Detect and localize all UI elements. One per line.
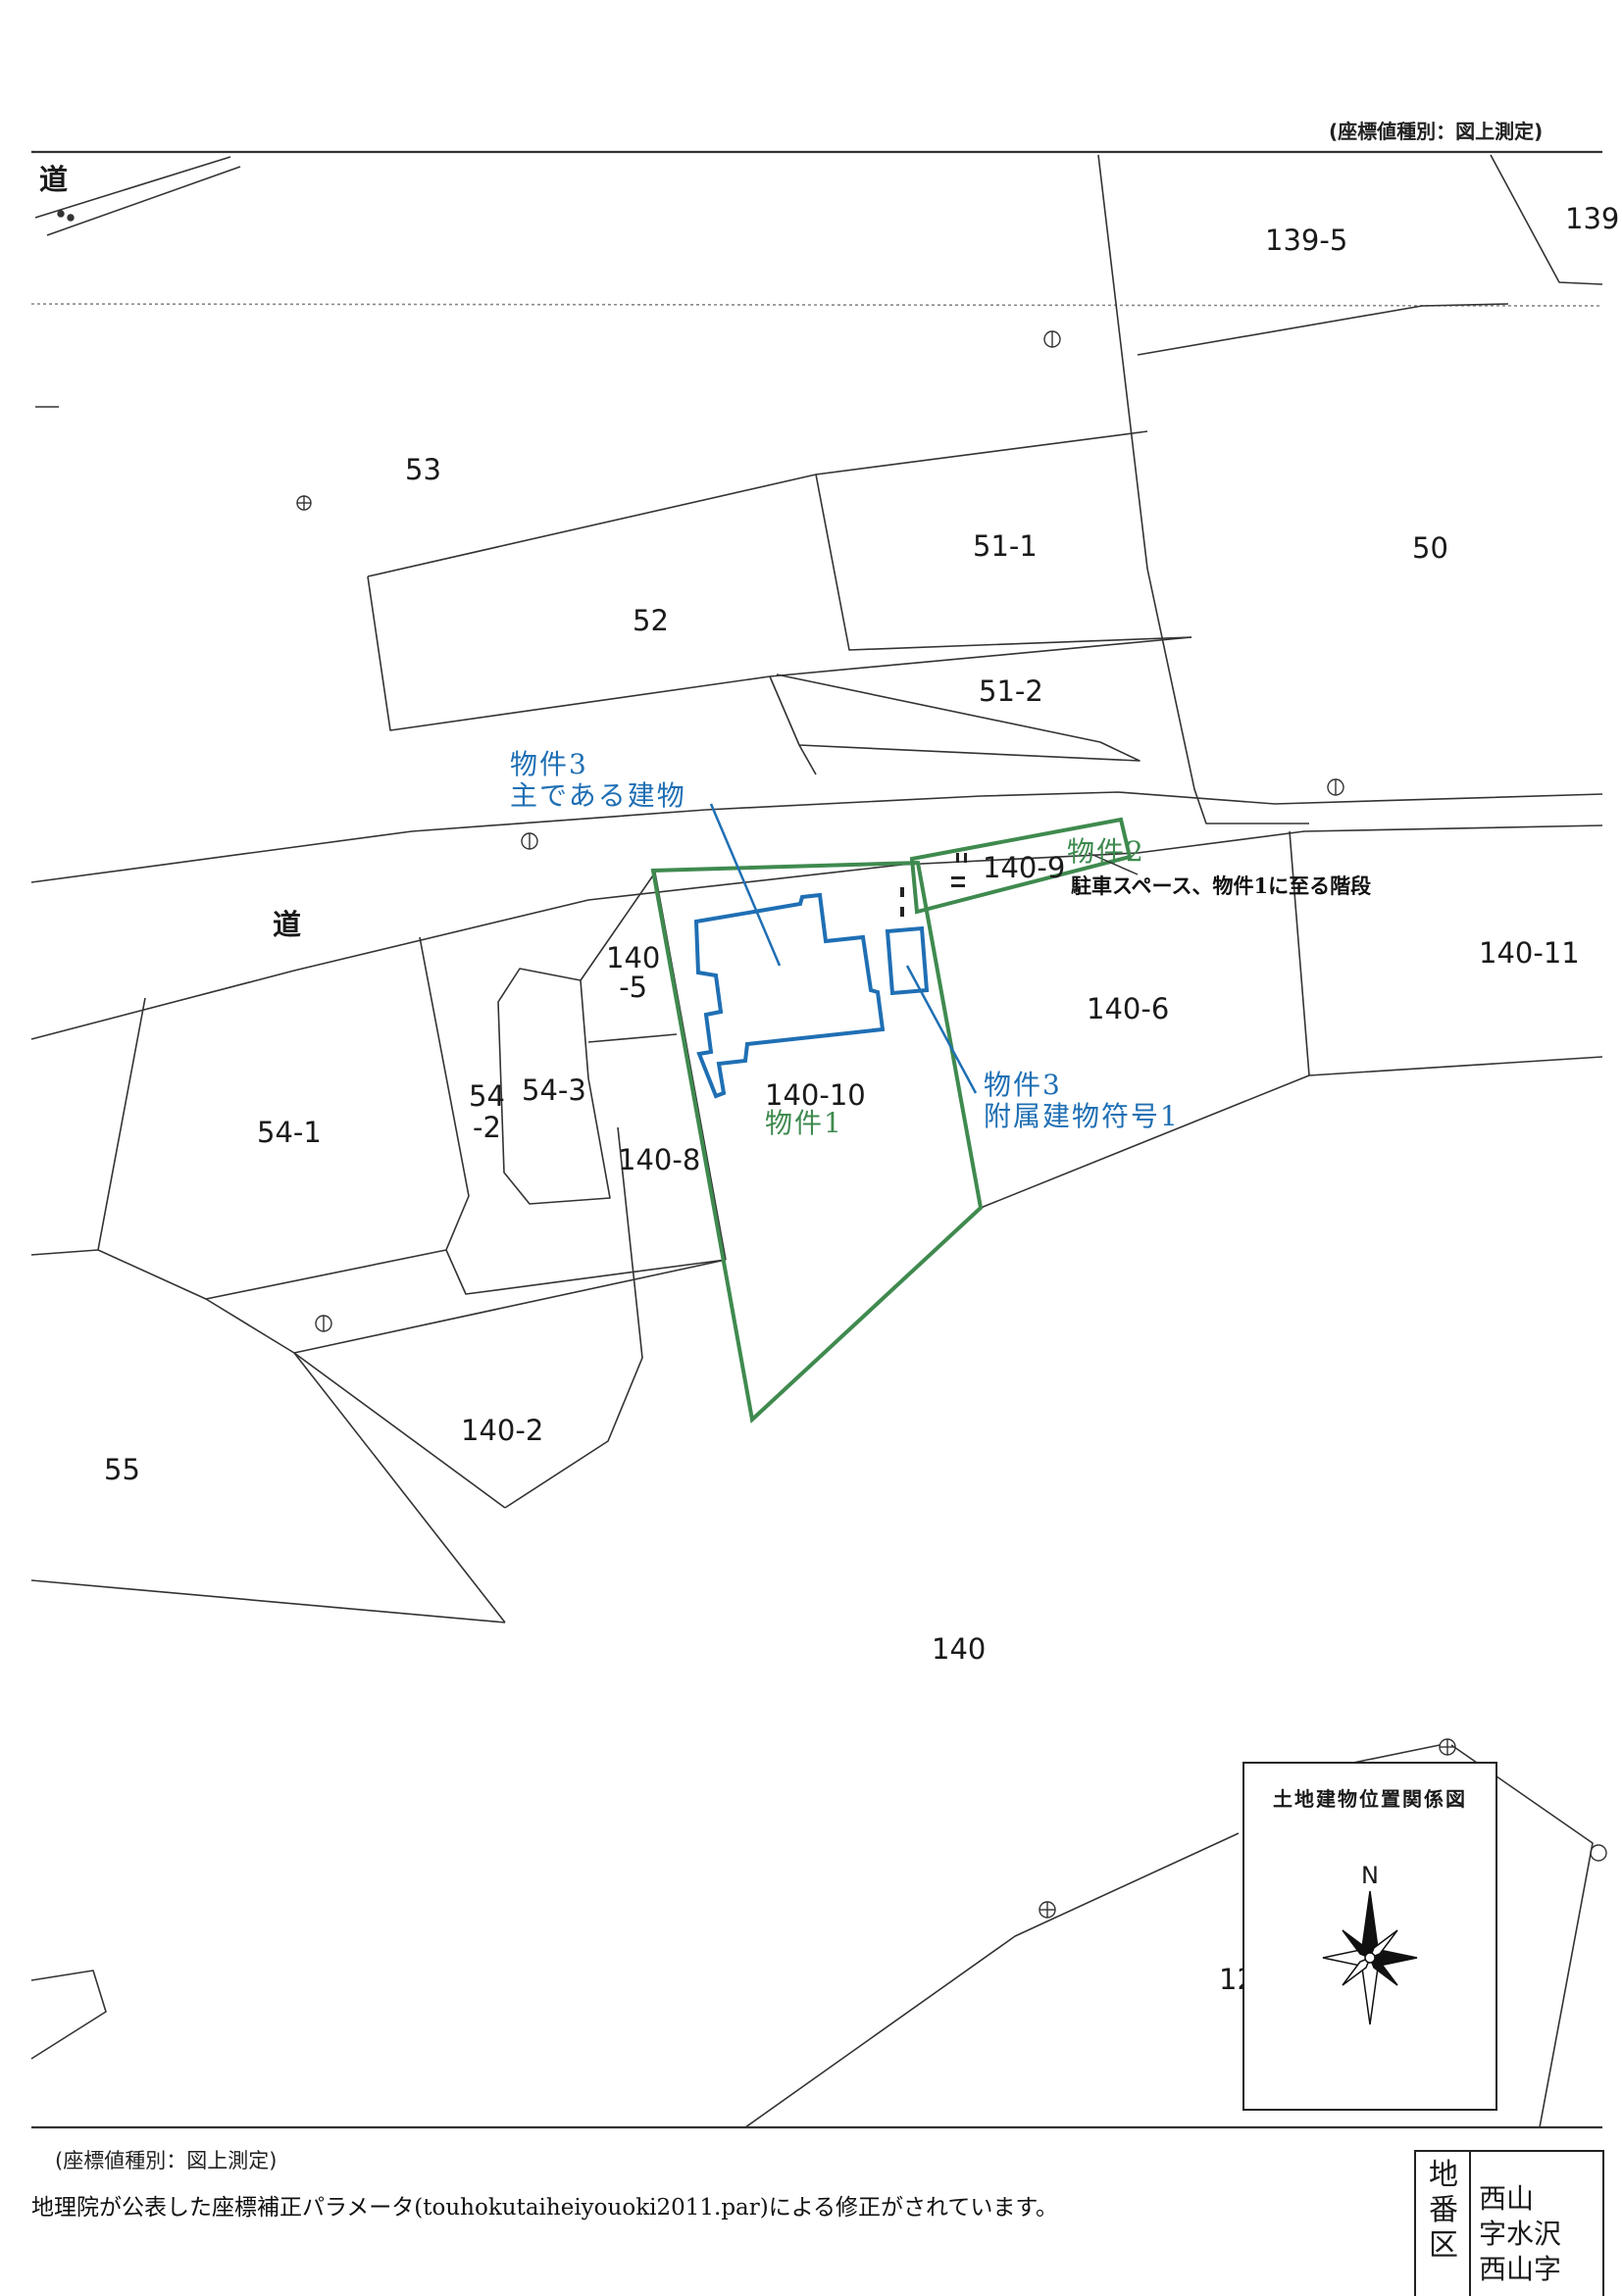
property3-main-building-label: 物件3 主である建物 (510, 748, 686, 812)
parcel-54-1: 54-1 (257, 1116, 322, 1149)
parcel-55: 55 (104, 1453, 140, 1486)
compass-rose-icon (1322, 1890, 1418, 2025)
parking-note: 駐車スペース、物件1に至る階段 (1071, 873, 1372, 898)
lot-district-box: 地 番 区 西山 字水沢 西山字 (1414, 2150, 1604, 2296)
parcel-139-5: 139-5 (1265, 224, 1348, 257)
parcel-140-9: 140-9 (983, 851, 1066, 884)
parcel-53: 53 (405, 453, 441, 486)
property1-label: 物件1 (765, 1107, 843, 1139)
parcel-51-2: 51-2 (979, 674, 1043, 708)
parcel-140-2: 140-2 (461, 1414, 544, 1447)
parcel-140-10: 140-10 (765, 1078, 866, 1112)
lot-district-divider (1469, 2152, 1471, 2296)
property2-label: 物件2 (1067, 835, 1145, 868)
correction-note: 地理院が公表した座標補正パラメータ(touhokutaiheiyouoki201… (31, 2195, 1059, 2221)
lot-district-names: 西山 字水沢 西山字 (1479, 2182, 1562, 2285)
parcel-51-1: 51-1 (973, 529, 1038, 563)
north-letter: N (1361, 1862, 1379, 1889)
parcel-50: 50 (1412, 531, 1448, 565)
lot-district-header: 地 番 区 (1429, 2158, 1458, 2263)
coordinate-note-bottom: (座標値種別：図上測定) (55, 2149, 278, 2172)
parcel-140-6: 140-6 (1087, 992, 1170, 1025)
parcel-140-5: 140 -5 (606, 941, 661, 1004)
property3-annex-label: 物件3 附属建物符号1 (984, 1069, 1180, 1132)
legend-box: 土地建物位置関係図 N (1242, 1762, 1497, 2111)
parcel-140-11: 140-11 (1479, 936, 1580, 970)
parcel-54-3: 54-3 (522, 1073, 586, 1107)
coordinate-note-top: (座標値種別：図上測定) (1329, 120, 1544, 143)
parcel-140-8: 140-8 (618, 1143, 701, 1176)
legend-title: 土地建物位置関係図 (1273, 1787, 1467, 1811)
road-label-top: 道 (39, 163, 69, 196)
parcel-139: 139 (1565, 202, 1620, 235)
parcel-52: 52 (633, 604, 669, 637)
road-label-middle: 道 (273, 908, 302, 941)
parcel-140: 140 (932, 1632, 987, 1666)
parcel-54-2: 54 -2 (469, 1079, 505, 1144)
